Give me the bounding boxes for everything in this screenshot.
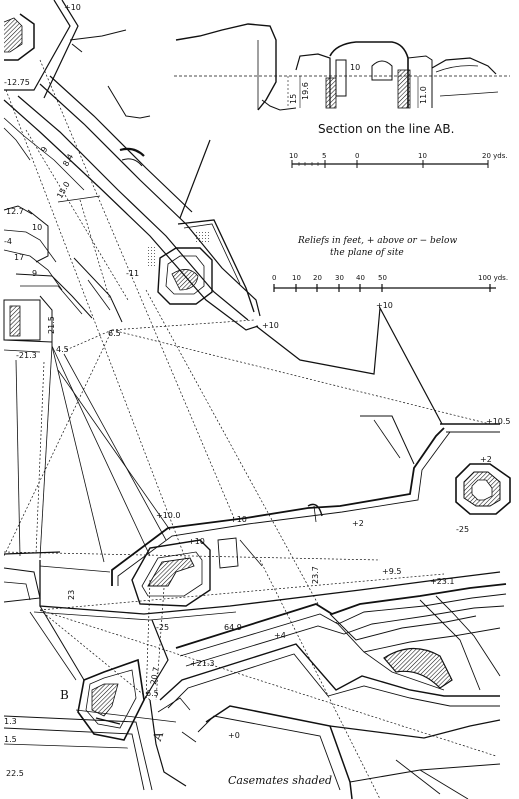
section-dim-110: 11.0 — [419, 86, 428, 104]
scale-small-tick-20: 20 yds. — [482, 152, 508, 160]
scale-large-tick-40: 40 — [356, 274, 365, 282]
lower-casemate — [383, 647, 453, 689]
construction-lines — [15, 345, 171, 563]
left-works — [3, 295, 61, 603]
elevation-label: +2 — [352, 519, 364, 528]
elevation-label: 17 — [14, 253, 25, 262]
scale-bar-large — [273, 284, 496, 292]
scale-large-tick-0: 0 — [272, 274, 277, 282]
point-b-label: B — [60, 688, 69, 702]
covered-way — [39, 305, 500, 586]
elevation-label: 9 — [32, 269, 38, 278]
lower-works — [3, 560, 507, 799]
elevation-label: 4.5 — [56, 345, 69, 354]
scale-large-tick-30: 30 — [335, 274, 344, 282]
elevation-label: 6.5 — [146, 689, 159, 698]
section-drawing — [174, 23, 510, 111]
elevation-label: 1.5 — [4, 735, 17, 744]
elevation-label: +9.5 — [382, 567, 402, 576]
middle-bastion — [131, 537, 263, 607]
scale-large-tick-100: 100 yds. — [478, 274, 509, 282]
scale-small-tick-5: 5 — [322, 152, 327, 160]
scale-large-tick-50: 50 — [378, 274, 387, 282]
scale-large-tick-20: 20 — [313, 274, 322, 282]
scale-small-tick-0: 0 — [355, 152, 360, 160]
elevation-label: -11 — [126, 269, 140, 278]
section-dim-10: 10 — [350, 63, 361, 72]
elevation-label: 6.5 — [108, 329, 121, 338]
elevation-label: +10 — [230, 515, 247, 524]
scale-small-tick-10a: 10 — [289, 152, 298, 160]
scale-bar-small — [291, 160, 489, 168]
elevation-label: 21.5 — [47, 316, 56, 334]
elevation-label: +23.1 — [430, 577, 455, 586]
lower-ravelin — [29, 605, 145, 741]
elevation-label: +10 — [262, 321, 279, 330]
section-line-ab — [75, 709, 177, 723]
upper-bastion — [157, 247, 213, 305]
elevation-label: -4 — [4, 237, 12, 246]
upper-rampart — [3, 0, 261, 331]
reliefs-note-line2: the plane of site — [330, 248, 404, 258]
elevation-label: +10 — [376, 301, 393, 310]
elevation-label: -12.75 — [4, 78, 30, 87]
elevation-label: +10 — [64, 3, 81, 12]
reliefs-note-line1: Reliefs in feet, + above or − below — [298, 236, 458, 246]
elevation-label: 23.7 — [311, 566, 320, 584]
section-dim-196: 19.6 — [301, 82, 310, 100]
elevation-label: +10 — [188, 537, 205, 546]
elevation-label: +10.5 — [486, 417, 511, 426]
elevation-label: +2 — [480, 455, 492, 464]
elevation-label: 10 — [32, 223, 43, 232]
scale-small-tick-10b: 10 — [418, 152, 427, 160]
elevation-label: 12.7 — [6, 207, 24, 216]
section-dim-15: 15 — [289, 93, 298, 104]
elevation-label: +21.3 — [190, 659, 215, 668]
casemates-caption: Casemates shaded — [228, 774, 333, 787]
elevation-label: +10.0 — [156, 511, 181, 520]
elevation-label: 1.3 — [4, 717, 17, 726]
elevation-label: -21.3 — [16, 351, 37, 360]
right-redan — [455, 463, 511, 515]
section-caption: Section on the line AB. — [318, 122, 455, 136]
elevation-label: 23 — [67, 589, 76, 600]
elevation-label: -25 — [156, 623, 170, 632]
elevation-label: -25 — [456, 525, 470, 534]
elevation-label: +0 — [228, 731, 240, 740]
elevation-label: 64.9 — [224, 623, 242, 632]
scale-large-tick-10: 10 — [292, 274, 301, 282]
elevation-label: 22.5 — [6, 769, 24, 778]
elevation-label: +4 — [274, 631, 286, 640]
lines-of-fire — [3, 59, 497, 799]
